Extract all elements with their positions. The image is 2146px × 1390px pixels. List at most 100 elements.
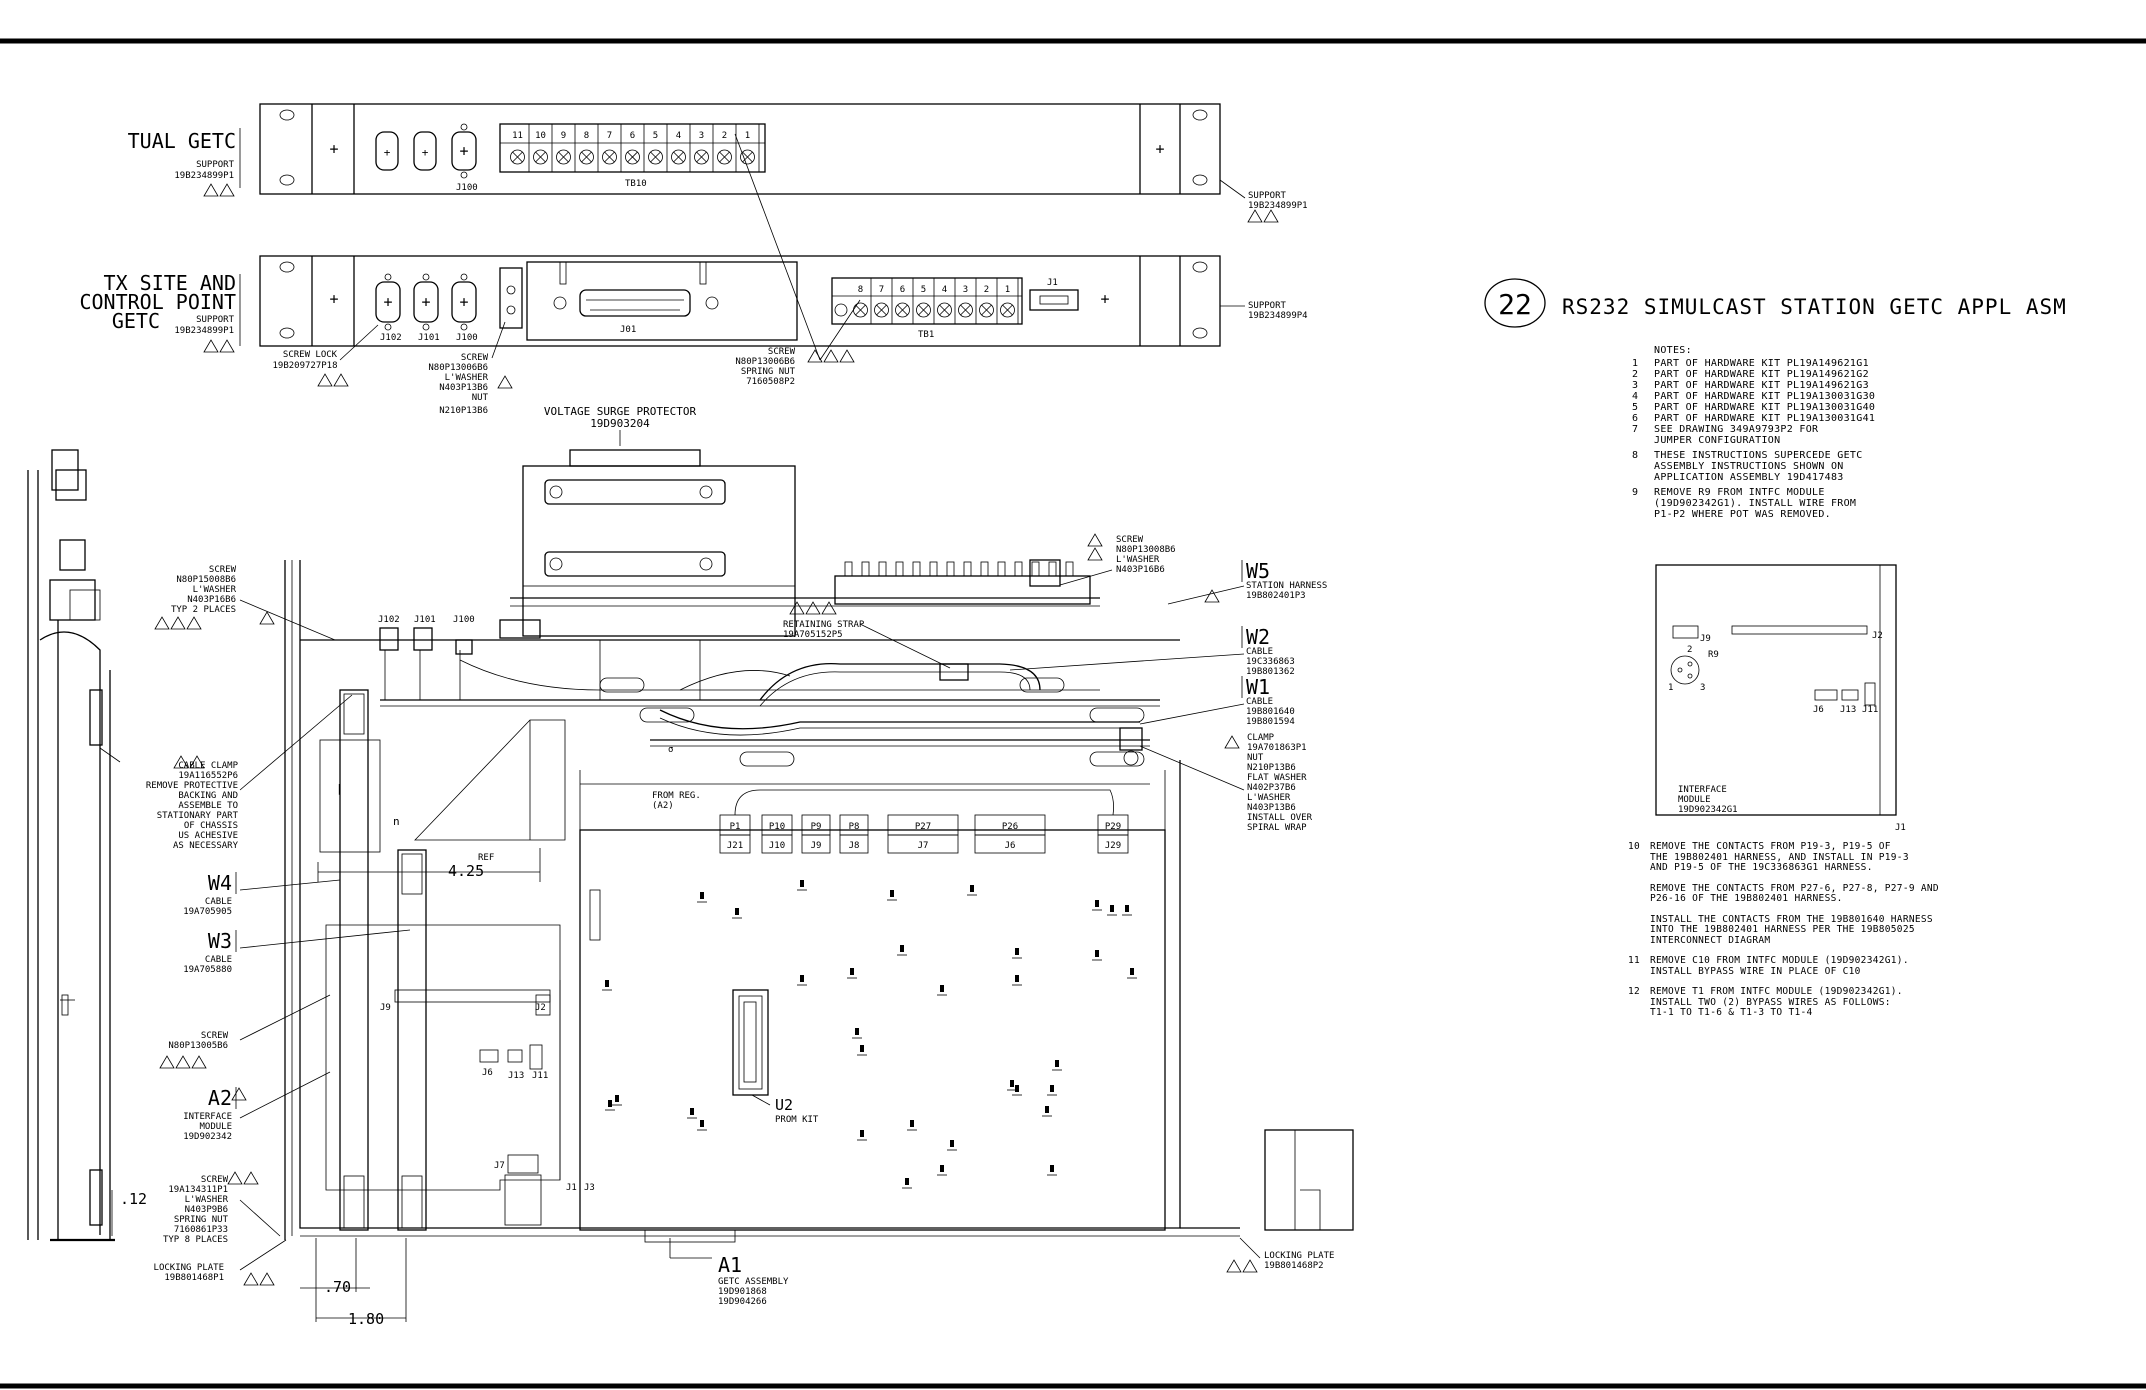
jack-plug-label: P1 xyxy=(730,822,741,832)
revision-triangle xyxy=(227,1171,243,1185)
screw-spring-1: N80P13006B6 xyxy=(735,357,795,367)
dim-012: .12 xyxy=(120,1190,147,1208)
dim-070: .70 xyxy=(324,1278,351,1296)
jack-socket-label: J21 xyxy=(727,841,743,851)
retaining-strap-1: 19A705152P5 xyxy=(783,630,843,640)
revision-triangle xyxy=(807,349,823,363)
jack-socket xyxy=(719,834,751,854)
tb10-screw xyxy=(648,149,663,165)
jack-socket-label: J10 xyxy=(769,841,785,851)
revision-triangle xyxy=(1226,1259,1242,1273)
callout-line: 19A701863P1 xyxy=(1247,743,1307,753)
tb1-num: 6 xyxy=(900,285,905,295)
tb1-screw xyxy=(1000,302,1015,318)
revision-triangle xyxy=(243,1272,259,1286)
callout-line: L'WASHER xyxy=(185,1195,229,1205)
svg-text:+: + xyxy=(422,146,429,159)
callout-line: 19B801468P1 xyxy=(164,1273,224,1283)
callout-id: W5 xyxy=(1246,559,1270,583)
callout-line: CABLE xyxy=(205,897,232,907)
dual-support-part: 19B234899P1 xyxy=(174,171,234,181)
title-circle xyxy=(1484,278,1546,328)
svg-text:+: + xyxy=(421,293,430,311)
title-number: 22 xyxy=(1498,288,1532,321)
tb10-num: 1 xyxy=(745,131,750,141)
revision-triangle xyxy=(333,373,349,387)
tb10-num: 2 xyxy=(722,131,727,141)
j01-label: J01 xyxy=(620,325,636,335)
callout-line: 19B801594 xyxy=(1246,717,1295,727)
callout-id: W4 xyxy=(208,871,232,895)
note-number: 6 xyxy=(1632,413,1639,424)
revision-triangle xyxy=(219,183,235,197)
j100-tx-label: J100 xyxy=(456,333,478,343)
callout-line: N402P37B6 xyxy=(1247,783,1296,793)
inset-j2: J2 xyxy=(1872,631,1883,641)
callout-line: REMOVE PROTECTIVE xyxy=(146,781,238,791)
screw-spring-0: SCREW xyxy=(768,347,796,357)
tb10-label: TB10 xyxy=(625,179,647,189)
callout-line: N80P13005B6 xyxy=(168,1041,228,1051)
callout-line: TYP 2 PLACES xyxy=(171,605,236,615)
tb1-screw xyxy=(895,302,910,318)
svg-text:+: + xyxy=(459,293,468,311)
callout-id: W1 xyxy=(1246,675,1270,699)
note-lower-text: REMOVE T1 FROM INTFC MODULE (19D902342G1… xyxy=(1650,986,1903,1018)
note-text: PART OF HARDWARE KIT PL19A130031G41 xyxy=(1654,413,1876,424)
tb1-num: 4 xyxy=(942,285,947,295)
note-number: 2 xyxy=(1632,369,1639,380)
callout-line: 7160861P33 xyxy=(174,1225,228,1235)
tb10-num: 10 xyxy=(535,131,546,141)
tb1-num: 2 xyxy=(984,285,989,295)
callout-line: 19B801468P2 xyxy=(1264,1261,1324,1271)
svg-text:n: n xyxy=(393,815,400,828)
callout-line: L'WASHER xyxy=(1116,555,1160,565)
callout-line: BACKING AND xyxy=(178,791,238,801)
revision-triangle xyxy=(839,349,855,363)
tb10-screw xyxy=(625,149,640,165)
callout-line: CABLE CLAMP xyxy=(178,761,238,771)
revision-triangle xyxy=(823,349,839,363)
jack-socket-label: J29 xyxy=(1105,841,1121,851)
screw-stack-2: L'WASHER xyxy=(445,373,489,383)
callout-line: CABLE xyxy=(1246,647,1273,657)
inset-interface-module: J9 J2 R9 2 1 3 J6 J13 J11 J1 INTERFACE M… xyxy=(1655,564,1906,833)
note-text: SEE DRAWING 349A9793P2 FOR JUMPER CONFIG… xyxy=(1654,424,1819,446)
tb10-screw xyxy=(740,149,755,165)
from-reg-0: FROM REG. xyxy=(652,791,701,801)
callout-line: FLAT WASHER xyxy=(1247,773,1307,783)
callout-line: LOCKING PLATE xyxy=(1264,1251,1334,1261)
revision-triangle xyxy=(191,1055,207,1069)
note-lower-item: REMOVE THE CONTACTS FROM P27-6, P27-8, P… xyxy=(1628,883,1988,905)
callout-line: MODULE xyxy=(199,1122,232,1132)
tx-name-line3: GETC xyxy=(112,309,160,333)
note-text: THESE INSTRUCTIONS SUPERCEDE GETC ASSEMB… xyxy=(1654,450,1863,483)
a1-line1: 19D901868 xyxy=(718,1287,767,1297)
callout-line: N210P13B6 xyxy=(1247,763,1296,773)
j13-label: J13 xyxy=(508,1071,524,1081)
screw-stack-5: N210P13B6 xyxy=(439,406,488,416)
note-lower-number: 11 xyxy=(1628,955,1641,966)
revision-triangle xyxy=(1247,209,1263,223)
inset-module-1: MODULE xyxy=(1678,795,1711,805)
dual-right-support-part: 19B234899P1 xyxy=(1248,201,1308,211)
callout-line: N403P13B6 xyxy=(1247,803,1296,813)
callout-line: 19A705905 xyxy=(183,907,232,917)
top-j102: J102 xyxy=(378,615,400,625)
note-number: 7 xyxy=(1632,424,1639,435)
tx-right-support-part: 19B234899P4 xyxy=(1248,311,1308,321)
screw-lock-label: SCREW LOCK xyxy=(283,350,338,360)
main-chassis: J102 J101 J100 xyxy=(284,559,1354,1243)
jack-plug-label: P27 xyxy=(915,822,931,832)
revision-triangle xyxy=(203,339,219,353)
revision-triangle xyxy=(259,1272,275,1286)
callout-line: N80P15008B6 xyxy=(176,575,236,585)
note-number: 3 xyxy=(1632,380,1639,391)
